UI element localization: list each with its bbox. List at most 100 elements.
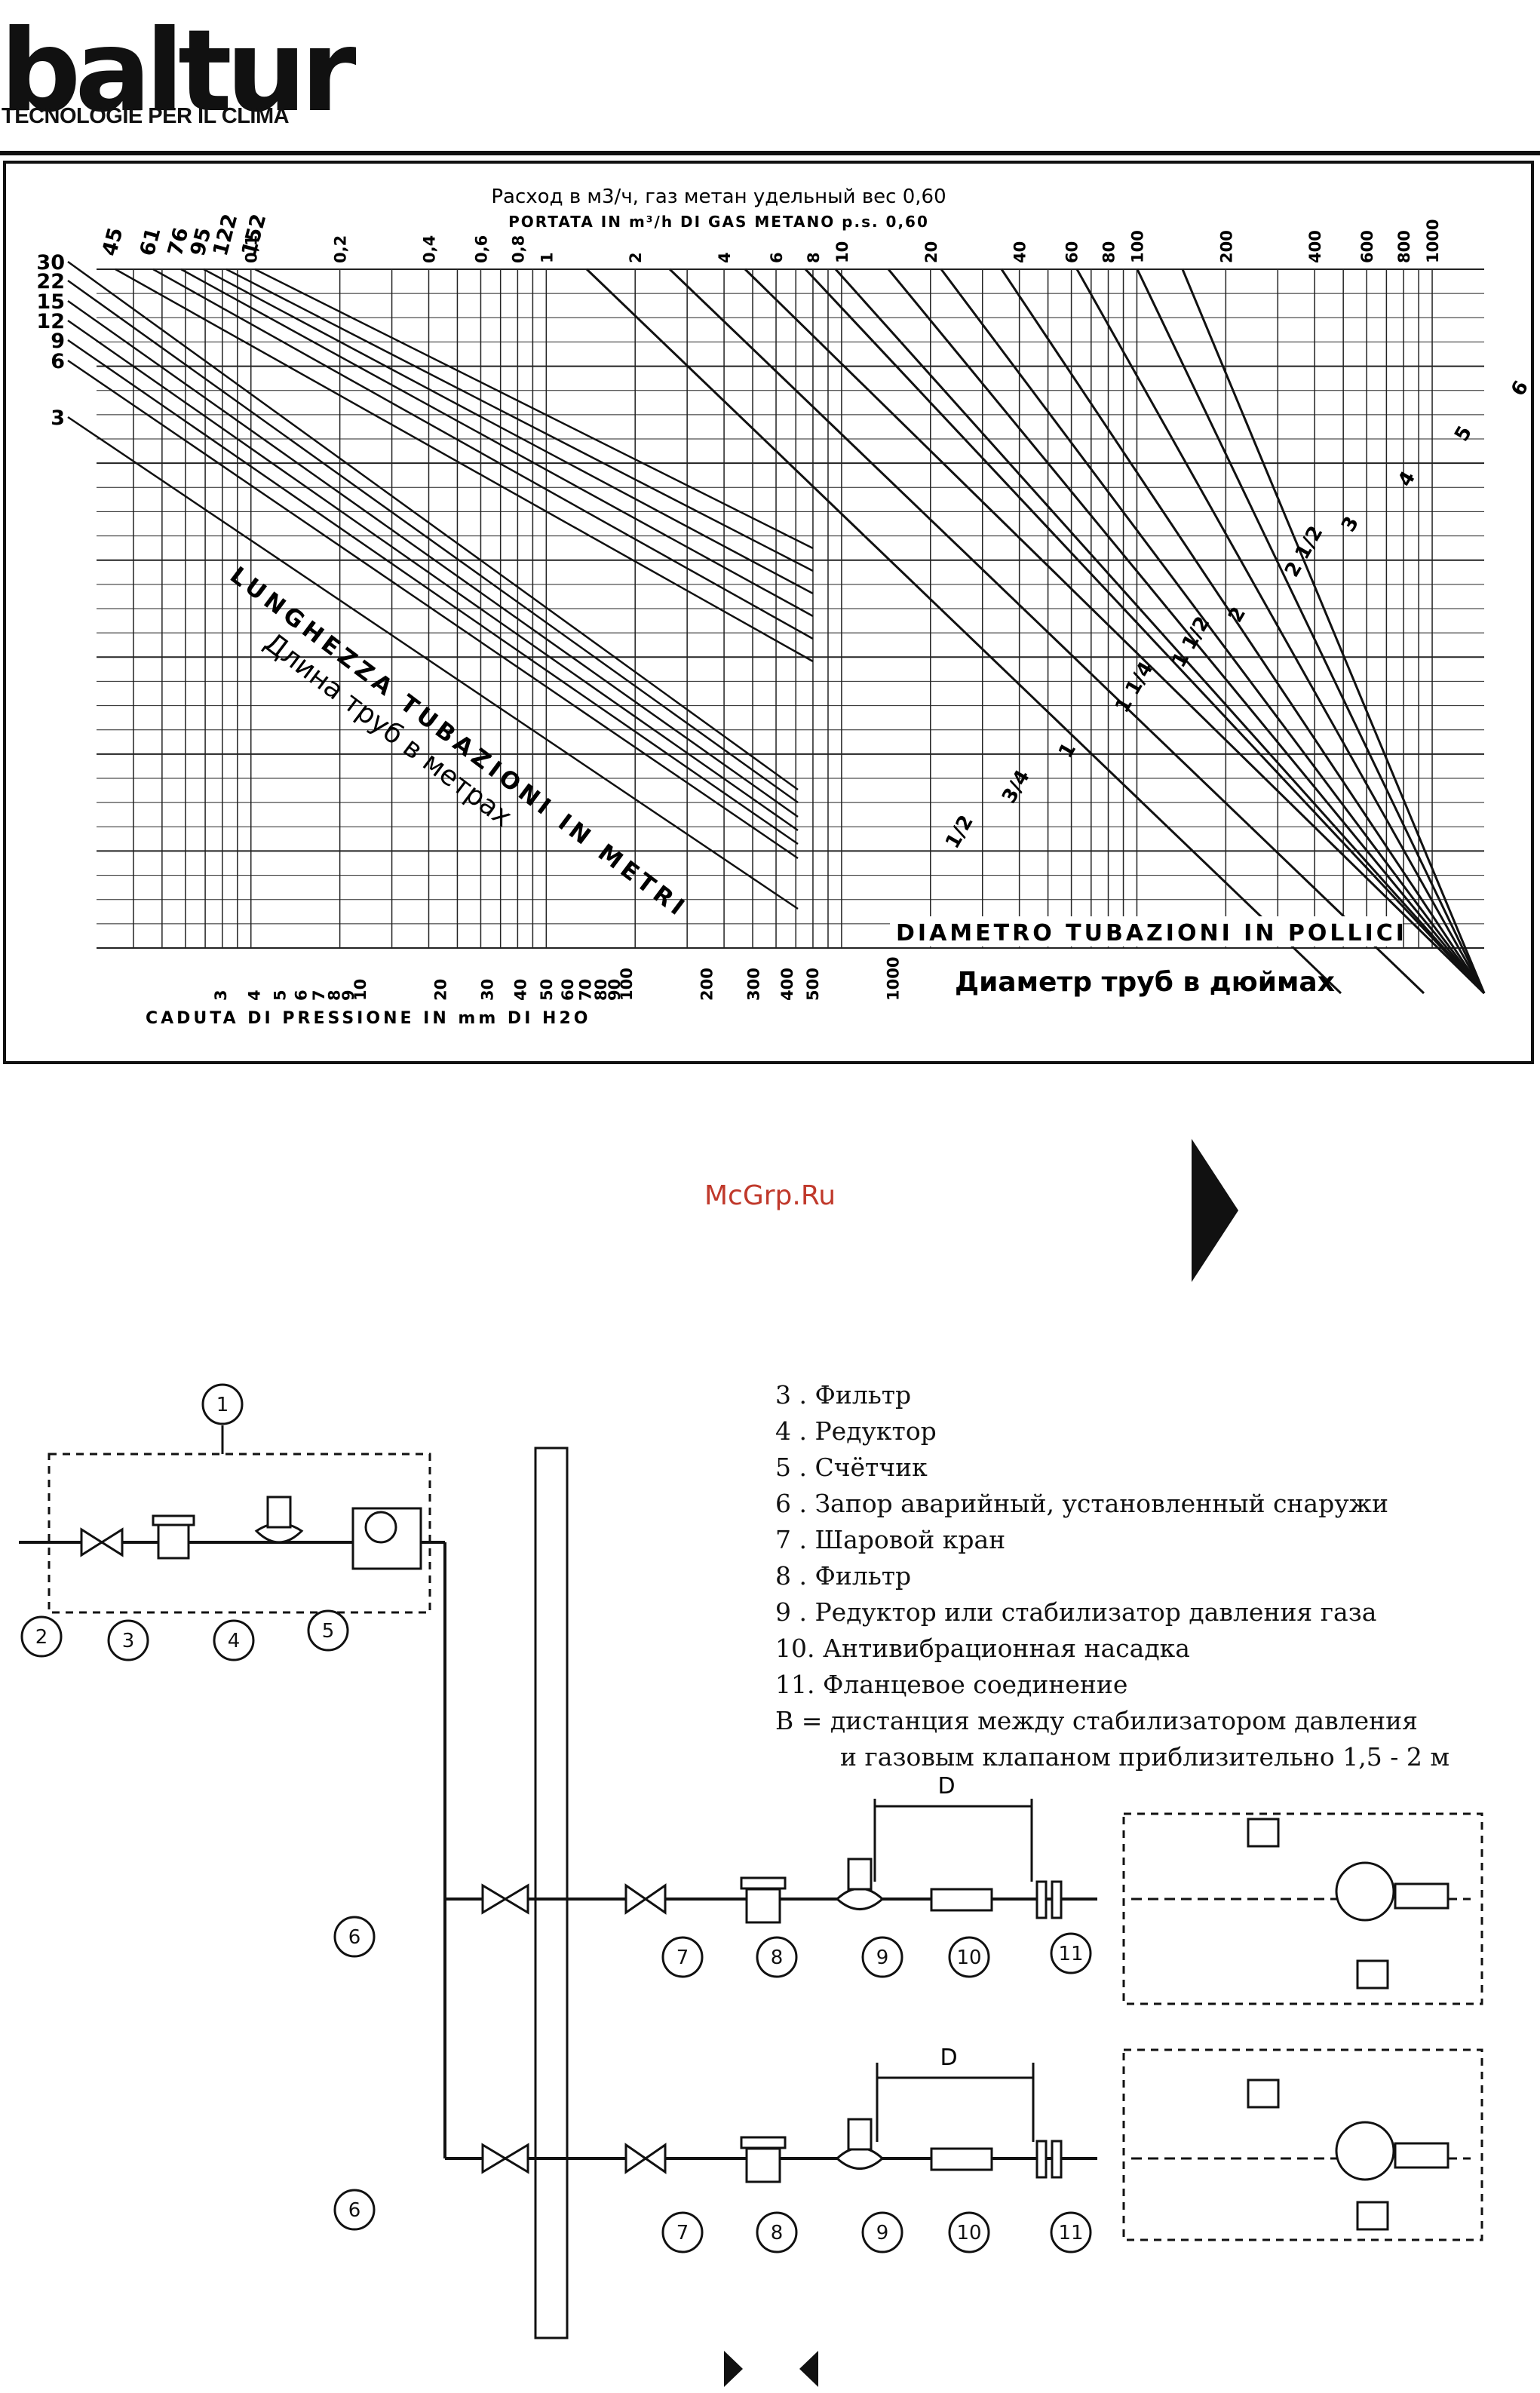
legend-item: и газовым клапаном приблизительно 1,5 - … xyxy=(840,1742,1450,1772)
callout-number: 8 xyxy=(771,1947,784,1969)
diameter-label: 1/2 xyxy=(941,811,978,853)
pressure-tick-label: 20 xyxy=(431,979,449,1001)
callout-number: 5 xyxy=(322,1620,335,1643)
pressure-tick-label: 10 xyxy=(351,979,370,1001)
diameter-label: 5 xyxy=(1450,422,1477,446)
diameter-line xyxy=(1000,268,1486,994)
pressure-tick-label: 40 xyxy=(512,979,530,1001)
diameter-label: 2 1/2 xyxy=(1281,522,1327,581)
diameter-label-box xyxy=(890,916,1403,946)
chart-title-it: PORTATA IN m³/h DI GAS METANO p.s. 0,60 xyxy=(508,213,929,231)
pressure-tick-label: 400 xyxy=(778,968,796,1001)
flow-tick-label: 10 xyxy=(833,241,851,263)
diameter-label: 3 xyxy=(1337,513,1364,536)
length-left-label: 9 xyxy=(51,330,65,353)
callout-circle xyxy=(661,2211,704,2253)
length-line xyxy=(254,268,814,550)
length-line xyxy=(67,359,799,860)
length-line xyxy=(203,268,814,595)
length-line xyxy=(67,260,799,791)
callout-number: 7 xyxy=(676,1947,689,1969)
page-nav-arrows-icon[interactable] xyxy=(720,2349,826,2388)
flow-tick-label: 2 xyxy=(627,252,645,263)
brand-tagline: TECNOLOGIE PER IL CLIMA xyxy=(2,104,290,128)
diameter-label: 3/4 xyxy=(998,766,1035,808)
callout-circle xyxy=(307,1609,349,1652)
callout-circle xyxy=(861,2211,903,2253)
pressure-tick-label: 100 xyxy=(618,968,636,1001)
legend-item: B = дистанция между стабилизатором давле… xyxy=(775,1706,1418,1735)
diameter-label: 1 xyxy=(1054,739,1081,762)
callout-number: 9 xyxy=(876,1947,889,1969)
diameter-line xyxy=(940,268,1486,994)
pressure-tick-label: 200 xyxy=(698,968,716,1001)
meter-group-box xyxy=(48,1453,431,1614)
pressure-tick-label: 50 xyxy=(538,979,556,1001)
legend-item: 10. Антивибрационная насадка xyxy=(775,1634,1190,1663)
header-rule xyxy=(0,151,1540,155)
diameter-lines xyxy=(585,268,1486,995)
legend-item: 8 . Фильтр xyxy=(775,1561,912,1591)
length-line xyxy=(225,268,814,572)
pressure-tick-label: 30 xyxy=(478,979,496,1001)
pressure-tick-label: 8 xyxy=(326,989,344,1001)
callout-number: 6 xyxy=(348,1926,361,1949)
callout-circle xyxy=(948,1936,990,1978)
diameter-label: 2 xyxy=(1224,603,1250,627)
length-lines xyxy=(67,260,814,910)
next-page-arrow-icon[interactable] xyxy=(1192,1139,1244,1282)
flow-tick-label: 1000 xyxy=(1424,219,1442,263)
flow-tick-label: 8 xyxy=(805,252,823,263)
length-line xyxy=(180,268,814,618)
callout-number: 10 xyxy=(956,2222,981,2244)
diameter-line xyxy=(1136,268,1486,994)
diameter-label: 6 xyxy=(1507,377,1531,400)
diameter-line xyxy=(668,268,1425,995)
gas-flow-chart: Расход в м3/ч, газ метан удельный вес 0,… xyxy=(36,186,1533,1028)
callout-circle xyxy=(756,2211,798,2253)
callout-number: 11 xyxy=(1058,1943,1083,1965)
legend-item: 7 . Шаровой кран xyxy=(775,1525,1006,1554)
flow-tick-label: 6 xyxy=(768,252,786,263)
legend-item: 3 . Фильтр xyxy=(775,1380,912,1410)
callout-circle xyxy=(948,2211,990,2253)
diameter-line xyxy=(887,268,1486,994)
length-line xyxy=(67,319,799,832)
distance-label-lower: D xyxy=(940,2045,957,2071)
pressure-tick-label: 3 xyxy=(212,989,230,1001)
diameter-line xyxy=(744,268,1486,995)
flow-tick-label: 0,1 xyxy=(243,235,261,263)
length-left-label: 30 xyxy=(36,251,65,275)
flow-tick-label: 200 xyxy=(1217,230,1235,263)
length-line xyxy=(67,416,799,910)
diameter-line xyxy=(804,268,1486,995)
diameter-label: 1 1/2 xyxy=(1167,612,1214,671)
callout-circle xyxy=(20,1615,63,1658)
diameter-line xyxy=(1181,268,1486,994)
callout-circle xyxy=(201,1383,244,1425)
flow-tick-label: 0,4 xyxy=(420,235,438,263)
length-line xyxy=(115,268,814,663)
callout-circle xyxy=(1050,2211,1092,2253)
x-axis-label: CADUTA DI PRESSIONE IN mm DI H2O xyxy=(146,1009,591,1028)
callout-number: 10 xyxy=(956,1947,981,1969)
legend-item: 9 . Редуктор или стабилизатор давления г… xyxy=(775,1597,1377,1627)
callout-circle xyxy=(861,1936,903,1978)
pressure-tick-label: 70 xyxy=(576,979,594,1001)
diameter-label-it: DIAMETRO TUBAZIONI IN POLLICI xyxy=(896,920,1407,946)
flow-tick-label: 600 xyxy=(1358,230,1376,263)
legend-item: 4 . Редуктор xyxy=(775,1416,937,1446)
length-left-label: 12 xyxy=(36,310,65,333)
site-watermark: McGrp.Ru xyxy=(704,1180,836,1211)
callout-circle xyxy=(661,1936,704,1978)
flow-tick-label: 80 xyxy=(1100,241,1118,263)
callout-circle xyxy=(756,1936,798,1978)
callout-number: 7 xyxy=(676,2222,689,2244)
callout-number: 1 xyxy=(216,1394,229,1416)
flow-tick-label: 0,6 xyxy=(472,235,490,263)
gas-flow-chart-frame: Расход в м3/ч, газ метан удельный вес 0,… xyxy=(3,161,1534,1064)
